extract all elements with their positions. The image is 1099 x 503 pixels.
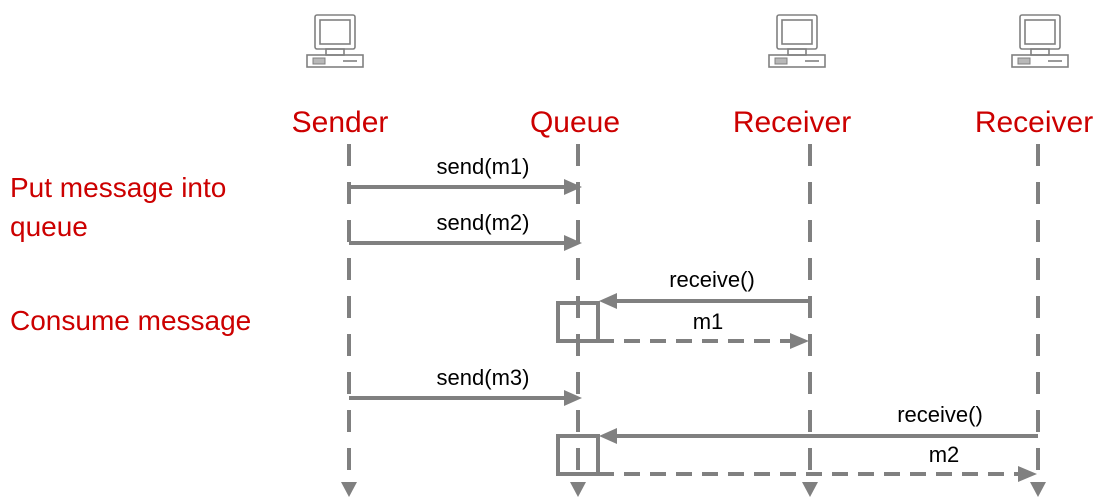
arrowhead — [599, 293, 617, 309]
message-label-receive-2: receive() — [897, 402, 983, 427]
lifeline-end-arrow — [341, 482, 357, 497]
message-label-send-m1: send(m1) — [437, 154, 530, 179]
activation-box-m2 — [556, 434, 600, 476]
actor-label-receiver-2: Receiver — [975, 106, 1093, 139]
lifeline-end-arrow — [802, 482, 818, 497]
actor-label-sender: Sender — [292, 106, 389, 139]
actor-label-queue: Queue — [530, 106, 620, 139]
annotation-put-message-line2: queue — [10, 211, 88, 242]
actor-label-receiver-1: Receiver — [733, 106, 851, 139]
message-label-send-m2: send(m2) — [437, 210, 530, 235]
arrowhead — [564, 179, 582, 195]
arrowhead — [564, 390, 582, 406]
arrowhead — [564, 235, 582, 251]
message-label-m2: m2 — [929, 442, 960, 467]
message-label-receive-1: receive() — [669, 267, 755, 292]
computer-icon — [1011, 14, 1069, 68]
activation-box-m1 — [556, 301, 600, 343]
annotation-put-message-line1: Put message into — [10, 172, 226, 203]
computer-icon — [768, 14, 826, 68]
annotation-consume-message: Consume message — [10, 305, 251, 336]
lifeline-end-arrow — [570, 482, 586, 497]
computer-icon — [306, 14, 364, 68]
arrowhead — [790, 333, 809, 349]
lifeline-end-arrow — [1030, 482, 1046, 497]
arrowhead — [599, 428, 617, 444]
message-label-m1: m1 — [693, 309, 724, 334]
message-label-send-m3: send(m3) — [437, 365, 530, 390]
arrowhead — [1018, 466, 1037, 482]
